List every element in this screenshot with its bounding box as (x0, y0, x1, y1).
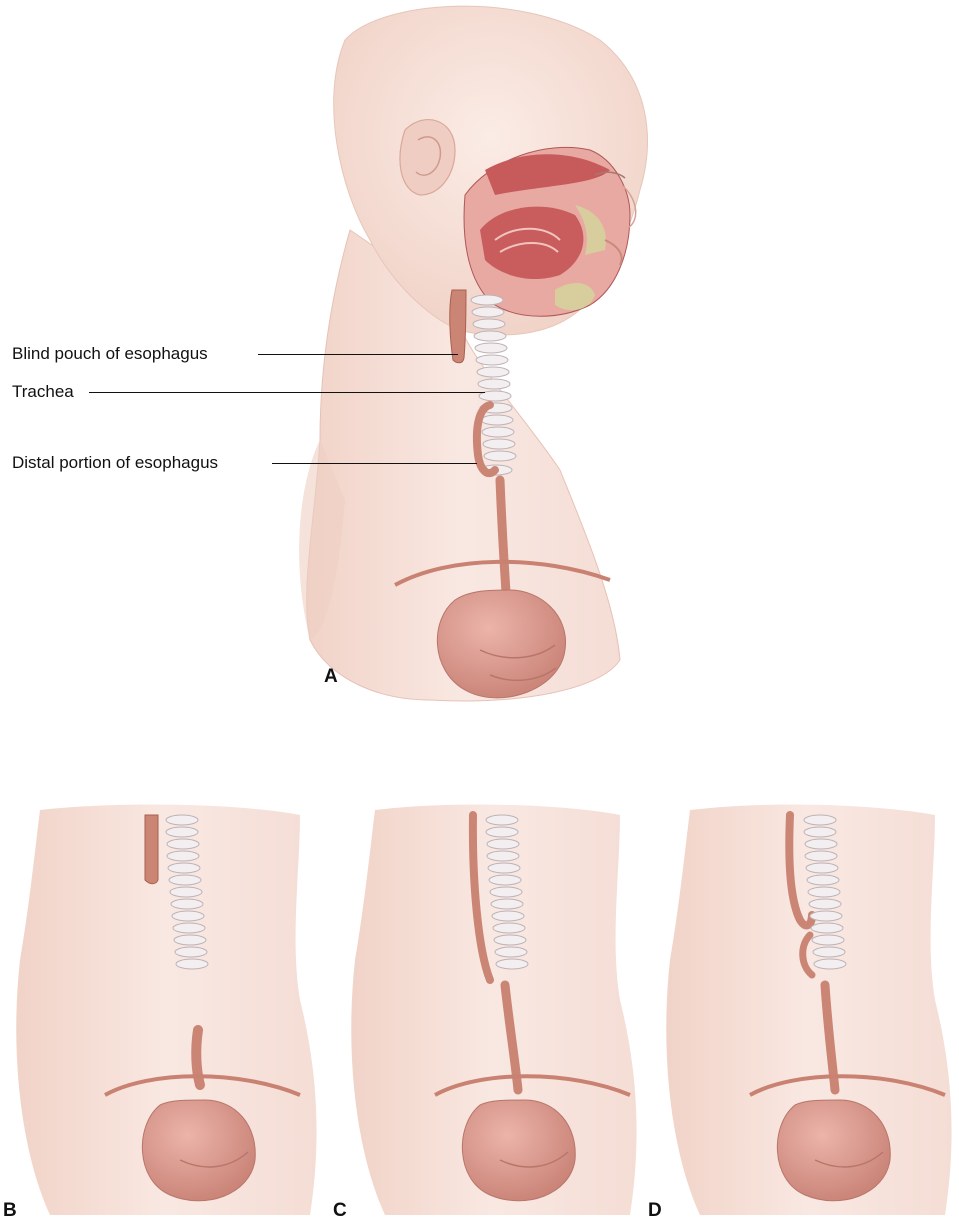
panel-label-c: C (333, 1200, 347, 1222)
panel-label-b: B (3, 1200, 17, 1222)
trachea-leader-line (89, 392, 485, 393)
label-blind-pouch-of-esophagus: Blind pouch of esophagus (12, 344, 208, 364)
panel-d-illustration (666, 805, 951, 1215)
blind-pouch-leader-line (258, 354, 458, 355)
label-trachea: Trachea (12, 382, 74, 402)
panel-b-illustration (16, 805, 316, 1215)
panel-label-a: A (324, 666, 338, 688)
panel-label-d: D (648, 1200, 662, 1222)
distal-portion-leader-line (272, 463, 477, 464)
label-distal-portion-of-esophagus: Distal portion of esophagus (12, 453, 218, 473)
panel-c-illustration (351, 805, 636, 1215)
